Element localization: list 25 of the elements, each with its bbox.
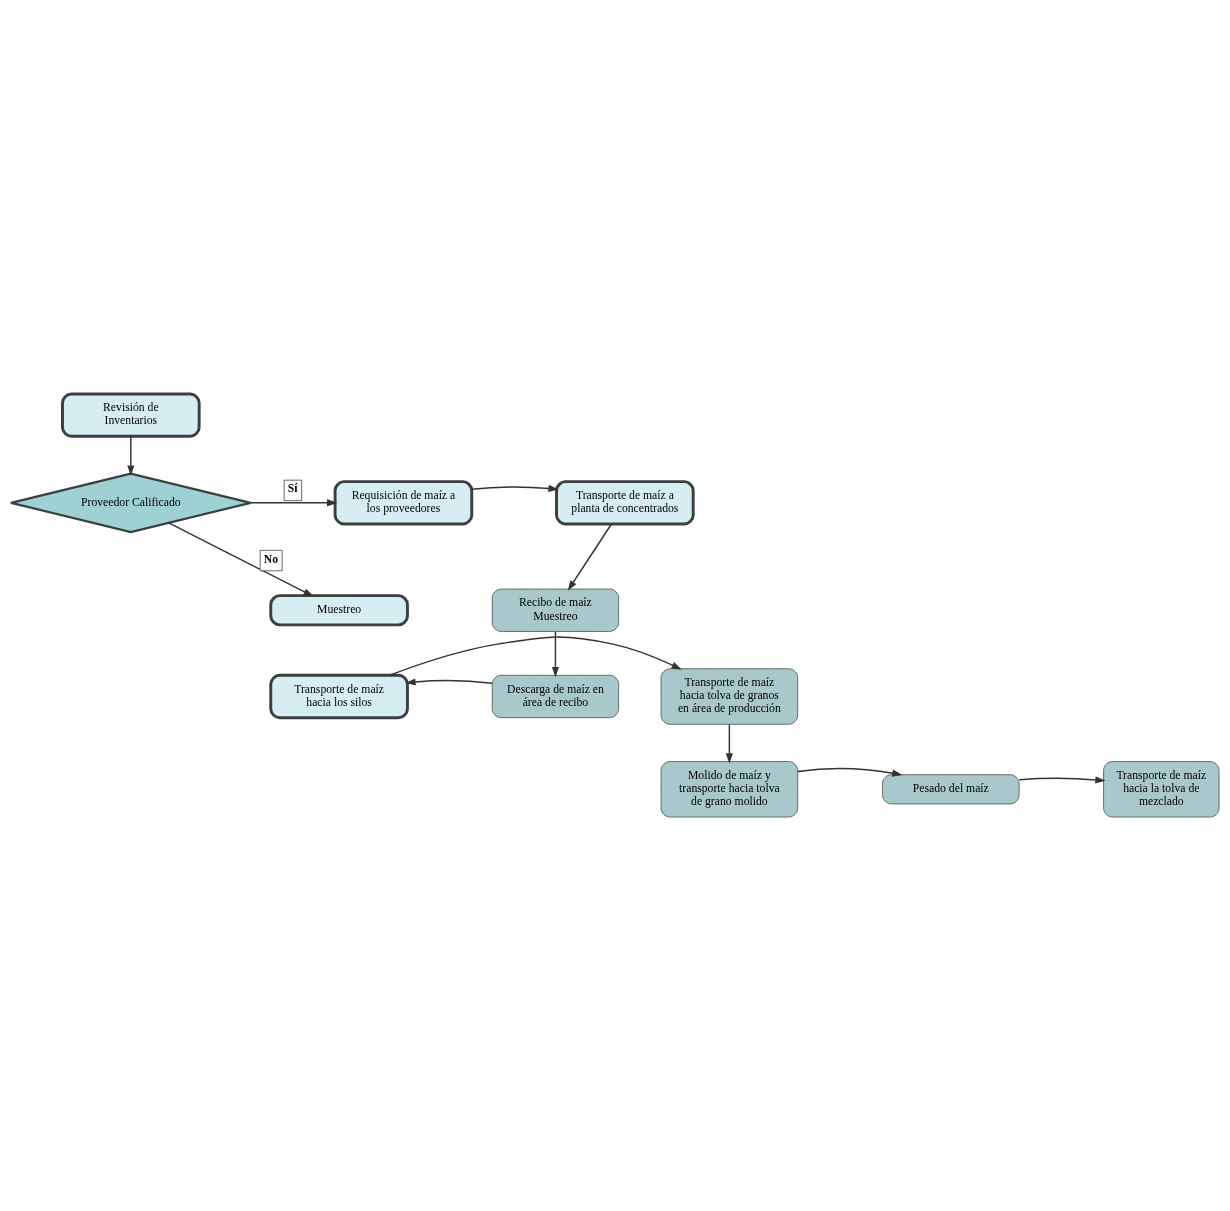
arrow — [567, 523, 613, 591]
node-box: Transporte de maíz hacia los silos — [269, 673, 409, 720]
arrow — [725, 723, 733, 764]
arrow — [405, 678, 493, 686]
node-box: Transporte de maíz a planta de concentrados — [555, 480, 695, 526]
node-box: Requisición de maíz a los proveedores — [333, 480, 474, 526]
node-box: Pesado del maíz — [882, 774, 1020, 805]
arrow — [471, 484, 559, 492]
arrow — [797, 767, 903, 777]
arrow — [551, 630, 559, 678]
node-box: Molido de maíz y transporte hacia tolva de grano molido — [660, 761, 799, 818]
arrow — [389, 636, 682, 676]
arrow — [168, 522, 314, 597]
node-diamond: Proveedor Calificado — [9, 472, 252, 534]
arrow — [1018, 776, 1106, 784]
node-box: Recibo de maíz Muestreo — [491, 588, 619, 632]
node-box: Descarga de maíz en área de recibo — [491, 674, 619, 719]
edge-label: No — [263, 552, 279, 566]
arrow — [127, 435, 135, 476]
node-box: Transporte de maíz hacia la tolva de mezclado — [1103, 761, 1220, 818]
node-box: Revisión de Inventarios — [61, 392, 201, 438]
edge-label: Sí — [287, 482, 298, 496]
node-box: Muestreo — [269, 594, 409, 627]
arrow — [250, 499, 338, 507]
node-box: Transporte de maíz hacia tolva de granos en área de producción — [660, 668, 799, 725]
